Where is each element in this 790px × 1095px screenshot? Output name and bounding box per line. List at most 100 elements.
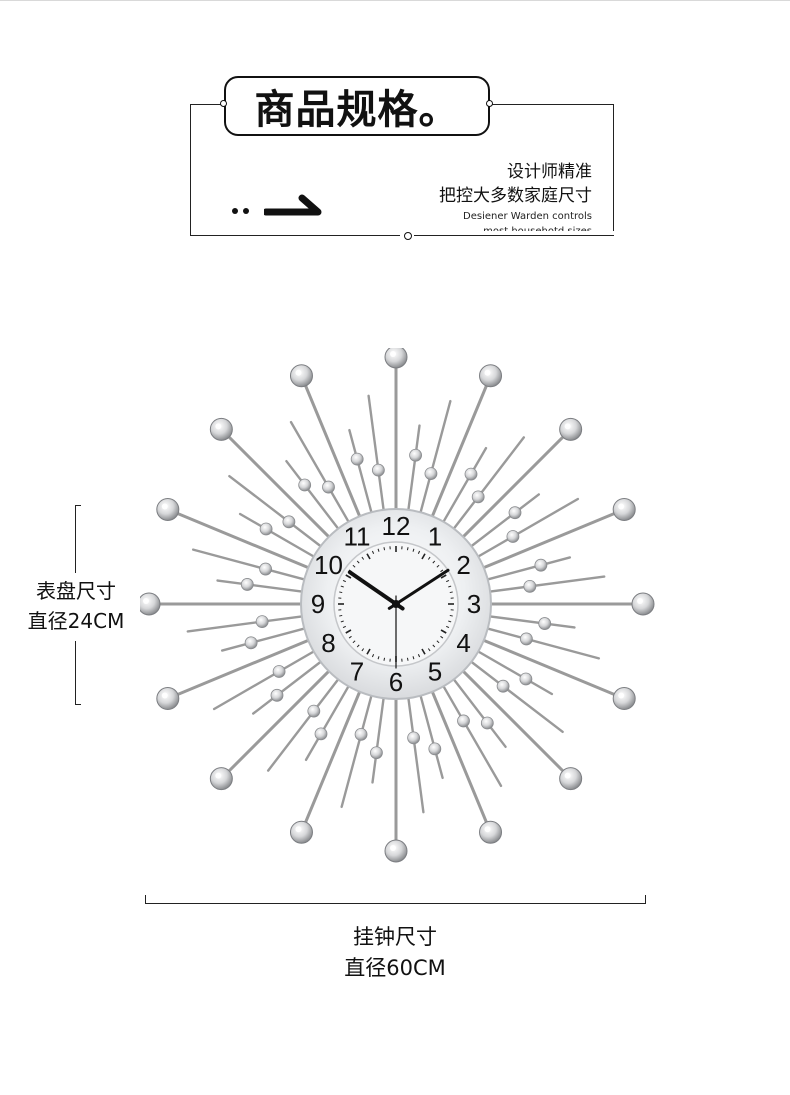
crystal-gem-icon (631, 592, 655, 616)
small-crystal-icon (424, 467, 438, 481)
minute-tick (377, 548, 380, 552)
minute-tick (446, 579, 450, 583)
ray-rod (467, 493, 541, 550)
minute-tick (436, 564, 440, 568)
ray-rod (285, 459, 342, 533)
ray-rod (174, 511, 313, 571)
ray-rod (340, 691, 374, 809)
ray-rod (226, 667, 333, 774)
center-pin (392, 600, 400, 608)
ring-marker-icon (404, 232, 412, 240)
ray-rod (418, 691, 444, 780)
ray-rod (348, 428, 374, 517)
small-crystal-icon (480, 716, 494, 730)
small-crystal-icon (506, 530, 520, 543)
dial-number: 6 (389, 667, 403, 697)
ray-rod (450, 436, 526, 533)
minute-tick (448, 585, 452, 588)
minute-tick (339, 614, 343, 617)
top-divider (0, 0, 790, 1)
crystal-gem-icon (209, 417, 233, 441)
minute-tick (366, 648, 371, 655)
english-line-1: Desiener Warden controls (463, 211, 592, 222)
minute-tick (371, 550, 375, 554)
minute-tick (371, 654, 375, 658)
minute-tick (406, 657, 409, 661)
ray-rod (440, 682, 503, 788)
minute-tick (417, 550, 421, 554)
crystal-gem-icon (612, 497, 636, 521)
ray-rod (406, 694, 425, 814)
small-crystal-icon (314, 727, 328, 741)
clock-size-value: 直径60CM (344, 956, 446, 980)
minute-tick (421, 648, 426, 655)
ray-rod (226, 434, 333, 541)
small-crystal-icon (354, 727, 368, 741)
small-crystal-icon (508, 506, 522, 520)
ray-rod (251, 658, 325, 715)
long-arrow-right-icon (264, 194, 322, 216)
ray-rod (220, 626, 309, 652)
small-crystal-icon (240, 578, 254, 591)
ray-rod (303, 687, 363, 826)
minute-tick (448, 620, 452, 623)
ray-rod (238, 512, 318, 560)
minute-tick (345, 574, 352, 579)
small-crystal-icon (534, 558, 548, 572)
ray-rod (212, 648, 318, 711)
small-crystal-icon (538, 617, 552, 630)
ray-rod (459, 434, 566, 541)
minute-tick (383, 657, 386, 661)
minute-tick (440, 635, 444, 639)
crystal-gem-icon (140, 592, 161, 616)
dial-size-label: 表盘尺寸 直径24CM (14, 576, 138, 636)
small-crystal-icon (322, 480, 335, 494)
ray-rod (228, 474, 325, 550)
crystal-gem-icon (289, 820, 313, 844)
sunburst-rays (140, 348, 655, 863)
dial-number: 1 (428, 521, 442, 551)
small-crystal-icon (519, 632, 533, 646)
minute-tick (352, 564, 356, 568)
ray-rod (191, 548, 309, 582)
minute-tick (436, 640, 440, 644)
minute-tick (446, 625, 450, 629)
ray-rod (304, 682, 352, 762)
page-title: 商品规格。 (254, 87, 460, 133)
small-crystal-icon (350, 452, 364, 466)
minute-tick (361, 648, 365, 652)
ray-rod (440, 446, 488, 526)
minute-tick (383, 547, 386, 551)
small-crystal-icon (457, 714, 470, 728)
badge-dot-icon (486, 100, 493, 107)
minute-tick (440, 629, 447, 634)
ray-rod (418, 399, 452, 517)
dial-number: 2 (456, 550, 470, 580)
crystal-gem-icon (612, 687, 636, 711)
crystal-gem-icon (384, 348, 408, 369)
crystal-gem-icon (156, 687, 180, 711)
ray-rod (450, 675, 507, 749)
ray-rod (371, 694, 386, 784)
small-crystal-icon (259, 562, 273, 576)
dial-number: 3 (467, 589, 481, 619)
ray-rod (459, 667, 566, 774)
ray-rod (479, 511, 618, 571)
small-crystal-icon (428, 742, 442, 756)
crystal-gem-icon (559, 767, 583, 791)
badge-dot-icon (220, 100, 227, 107)
ray-rod (483, 626, 601, 660)
crystal-gem-icon (559, 417, 583, 441)
minute-tick (340, 585, 344, 588)
minute-tick (361, 556, 365, 560)
crystal-gem-icon (479, 820, 503, 844)
ray-rod (406, 424, 421, 514)
small-crystal-icon (244, 636, 258, 650)
crystal-gem-icon (289, 364, 313, 388)
minute-tick (340, 620, 344, 623)
dial-number: 12 (382, 511, 411, 541)
crystal-gem-icon (384, 839, 408, 863)
